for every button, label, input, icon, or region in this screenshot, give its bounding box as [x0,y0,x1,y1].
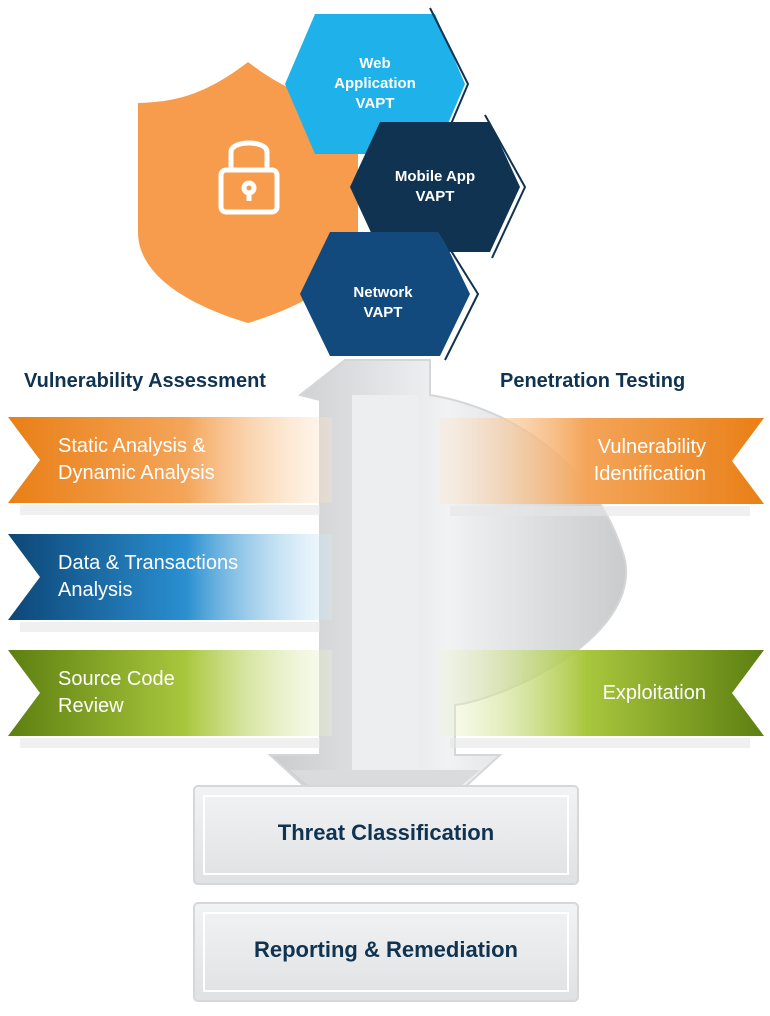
banner-static-analysis: Static Analysis & Dynamic Analysis [58,417,328,503]
hexagon-mobile-app [350,122,520,252]
hexagon-label-mobile-app: Mobile App VAPT [370,162,500,212]
banner-data-transactions-line-2: Analysis [58,579,133,601]
hexagon-label-web-app: Web Application VAPT [305,44,445,124]
banner-vulnerability-identification: Vulnerability Identification [440,418,706,504]
mobile-app-line-1: Mobile App [394,168,476,185]
banner-data-transactions: Data & Transactions Analysis [58,534,328,620]
hexagon-network [300,232,470,356]
banner-shape-static-analysis [8,417,332,503]
network-line-2: VAPT [363,304,403,321]
banner-shape-exploitation [440,650,764,736]
hexagon-web-app [285,14,465,154]
banner-source-code: Source Code Review [58,650,328,736]
hexagon-label-network: Network VAPT [318,278,448,328]
threat-classification-box: Threat Classification [277,820,495,845]
web-app-line-1: Web [359,55,391,72]
banner-static-analysis-line-1: Static Analysis & [58,435,206,457]
banner-exploitation: Exploitation [440,650,706,736]
banner-shape-source-code [8,650,332,736]
network-line-1: Network [353,284,413,301]
banner-vulnerability-identification-line-1: Vulnerability [597,436,706,458]
lock-icon [218,140,280,215]
banner-vulnerability-identification-line-2: Identification [593,463,706,485]
banner-data-transactions-line-1: Data & Transactions [58,552,239,574]
banner-exploitation-line-1: Exploitation [602,681,706,704]
banner-shape-vulnerability-identification [440,418,764,504]
reporting-remediation-box: Reporting & Remediation [253,937,518,962]
left-banners [8,417,332,748]
right-banners [440,418,764,748]
vulnerability-assessment-heading: Vulnerability Assessment [24,370,266,392]
service-hexagons [285,7,527,361]
mobile-app-line-2: VAPT [415,188,455,205]
banner-shape-data-transactions [8,534,332,620]
web-app-line-2: Application [334,75,416,92]
banner-static-analysis-line-2: Dynamic Analysis [58,462,215,484]
shield-icon [138,62,358,323]
penetration-testing-heading: Penetration Testing [500,370,686,392]
outcome-boxes [193,785,579,1002]
banner-source-code-line-2: Review [58,695,124,717]
web-app-line-3: VAPT [355,95,395,112]
banner-source-code-line-1: Source Code [58,668,175,690]
